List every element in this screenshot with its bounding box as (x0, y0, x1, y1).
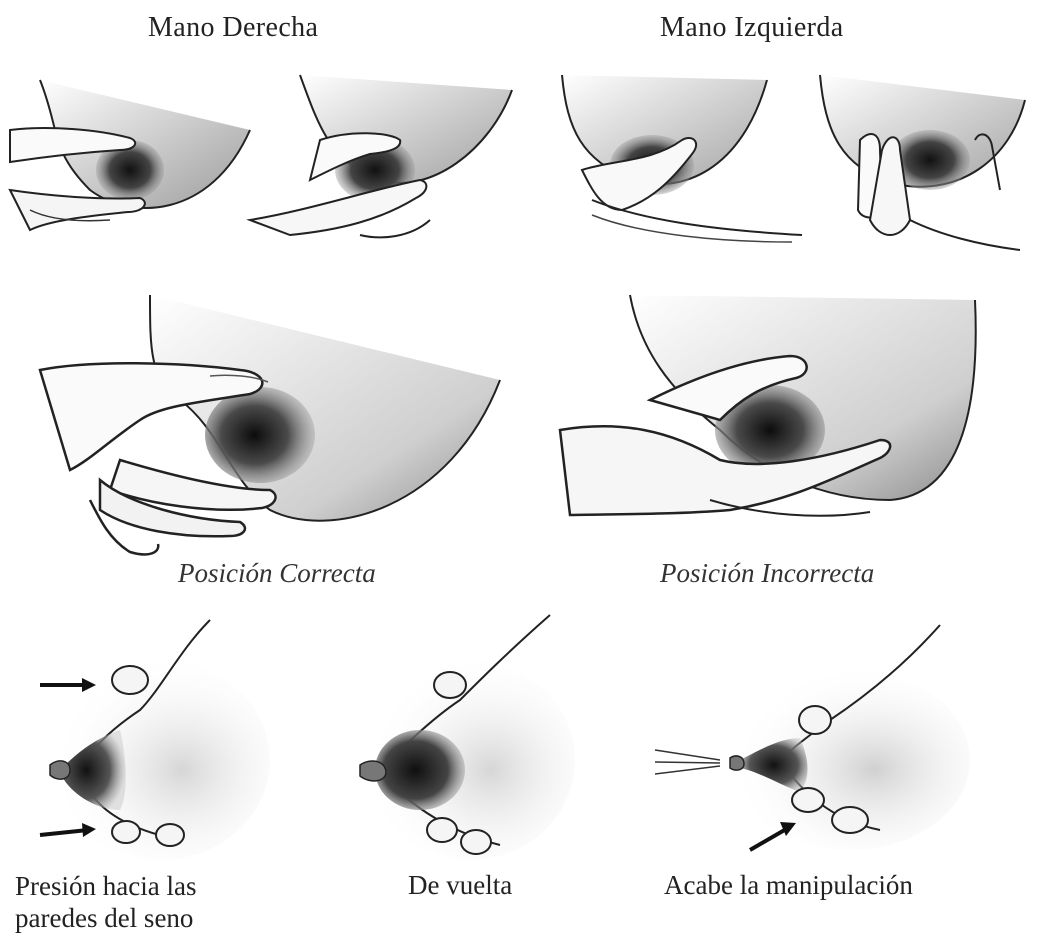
illustration-left-hand-1 (552, 70, 812, 250)
caption-step-finish: Acabe la manipulación (664, 870, 913, 901)
caption-step-return: De vuelta (408, 870, 512, 901)
caption-incorrect-position: Posición Incorrecta (660, 558, 874, 589)
caption-step-press: Presión hacia las paredes del seno (15, 870, 275, 934)
illustration-right-hand-2 (250, 70, 520, 250)
illustration-correct-position (30, 290, 510, 560)
illustration-right-hand-1 (10, 70, 270, 250)
heading-right-hand: Mano Derecha (148, 12, 318, 44)
heading-left-hand: Mano Izquierda (660, 12, 844, 44)
illustration-step-finish (650, 620, 970, 860)
spray-lines-icon (655, 750, 720, 774)
illustration-step-press (30, 610, 270, 860)
caption-correct-position: Posición Correcta (178, 558, 376, 589)
illustration-step-return (350, 610, 580, 860)
illustration-left-hand-2 (800, 70, 1030, 260)
illustration-incorrect-position (560, 290, 990, 540)
